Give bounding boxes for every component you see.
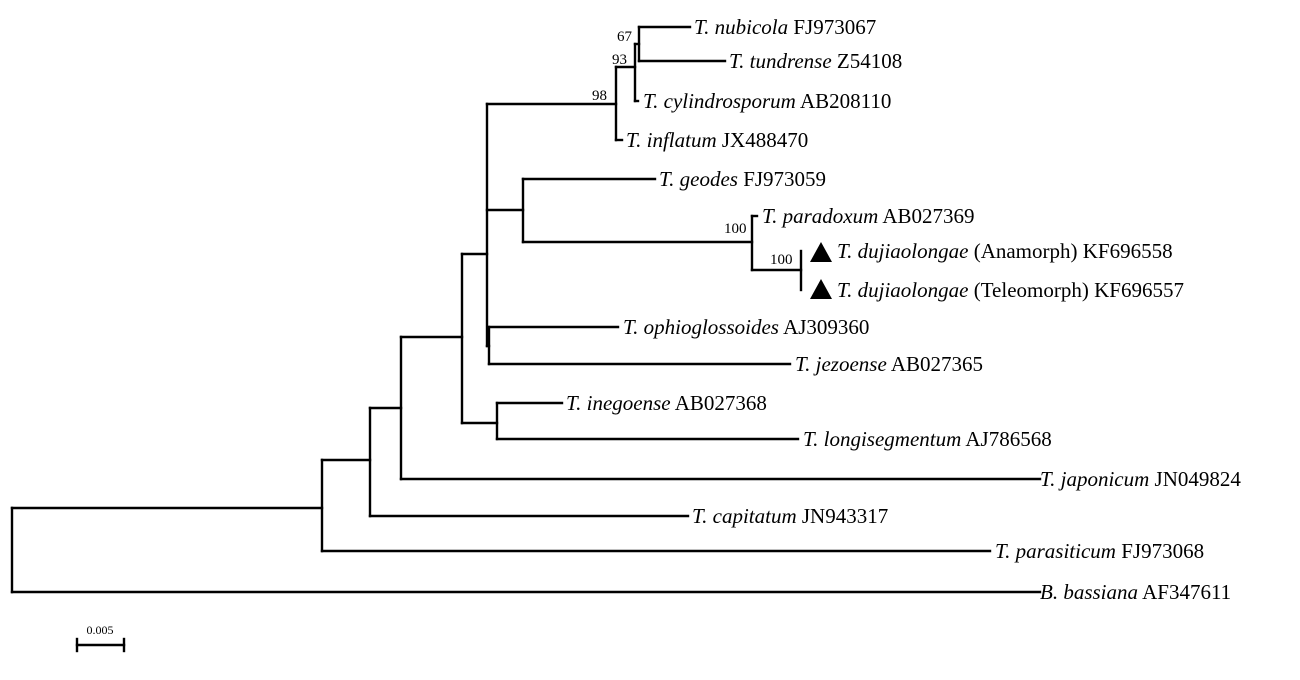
bootstrap-label: 93 (612, 52, 627, 68)
taxon-genus: T. cylindrosporum (643, 89, 796, 113)
taxon-t-capitatum: T. capitatum JN943317 (692, 504, 888, 528)
taxon-accession: (Anamorph) KF696558 (974, 239, 1173, 263)
bootstrap-label: 67 (617, 29, 633, 45)
taxon-genus: T. dujiaolongae (837, 239, 968, 263)
taxon-accession: (Teleomorph) KF696557 (974, 278, 1184, 302)
taxon-accession: AB027369 (882, 204, 974, 228)
taxon-genus: T. ophioglossoides (623, 315, 779, 339)
taxon-accession: JN049824 (1155, 467, 1242, 491)
triangle-icon (810, 242, 832, 262)
taxon-t-tundrense: T. tundrense Z54108 (729, 49, 902, 73)
taxon-genus: T. dujiaolongae (837, 278, 968, 302)
taxon-accession: AB208110 (800, 89, 891, 113)
scale-bar-label: 0.005 (87, 623, 114, 637)
bootstrap-label: 100 (724, 221, 747, 237)
taxon-accession: Z54108 (837, 49, 902, 73)
bootstrap-label: 98 (592, 88, 607, 104)
taxon-accession: FJ973059 (743, 167, 826, 191)
taxon-accession: AJ309360 (783, 315, 869, 339)
taxon-accession: AB027368 (675, 391, 767, 415)
taxon-t-paradoxum: T. paradoxum AB027369 (762, 204, 975, 228)
taxon-b-bassiana: B. bassiana AF347611 (1040, 580, 1231, 604)
taxon-t-inflatum: T. inflatum JX488470 (626, 128, 808, 152)
taxon-genus: T. japonicum (1040, 467, 1149, 491)
taxon-t-dujiaolongae-anamorph: T. dujiaolongae (Anamorph) KF696558 (837, 239, 1173, 263)
taxon-t-dujiaolongae-teleomorph: T. dujiaolongae (Teleomorph) KF696557 (837, 278, 1184, 302)
taxon-genus: T. capitatum (692, 504, 797, 528)
taxon-t-ophioglossoides: T. ophioglossoides AJ309360 (623, 315, 869, 339)
taxon-accession: JX488470 (722, 128, 808, 152)
taxon-genus: T. nubicola (694, 15, 788, 39)
taxon-accession: FJ973067 (793, 15, 876, 39)
taxon-genus: T. inflatum (626, 128, 717, 152)
taxon-genus: B. bassiana (1040, 580, 1138, 604)
taxon-t-nubicola: T. nubicola FJ973067 (694, 15, 876, 39)
taxon-t-cylindrosporum: T. cylindrosporum AB208110 (643, 89, 891, 113)
taxon-genus: T. paradoxum (762, 204, 878, 228)
taxon-accession: AF347611 (1142, 580, 1231, 604)
triangle-icon (810, 279, 832, 299)
bootstrap-label: 100 (770, 252, 793, 268)
taxon-accession: JN943317 (802, 504, 888, 528)
taxon-genus: T. jezoense (795, 352, 887, 376)
taxon-t-longisegmentum: T. longisegmentum AJ786568 (803, 427, 1052, 451)
taxon-t-inegoense: T. inegoense AB027368 (566, 391, 767, 415)
taxon-genus: T. geodes (659, 167, 738, 191)
scale-bar: 0.005 (75, 623, 126, 653)
taxon-accession: AB027365 (891, 352, 983, 376)
taxon-accession: AJ786568 (965, 427, 1051, 451)
taxon-t-jezoense: T. jezoense AB027365 (795, 352, 983, 376)
taxon-accession: FJ973068 (1121, 539, 1204, 563)
taxon-t-geodes: T. geodes FJ973059 (659, 167, 826, 191)
taxon-genus: T. longisegmentum (803, 427, 961, 451)
taxon-genus: T. tundrense (729, 49, 832, 73)
taxon-genus: T. inegoense (566, 391, 671, 415)
taxon-genus: T. parasiticum (995, 539, 1116, 563)
taxon-t-parasiticum: T. parasiticum FJ973068 (995, 539, 1204, 563)
taxon-t-japonicum: T. japonicum JN049824 (1040, 467, 1241, 491)
